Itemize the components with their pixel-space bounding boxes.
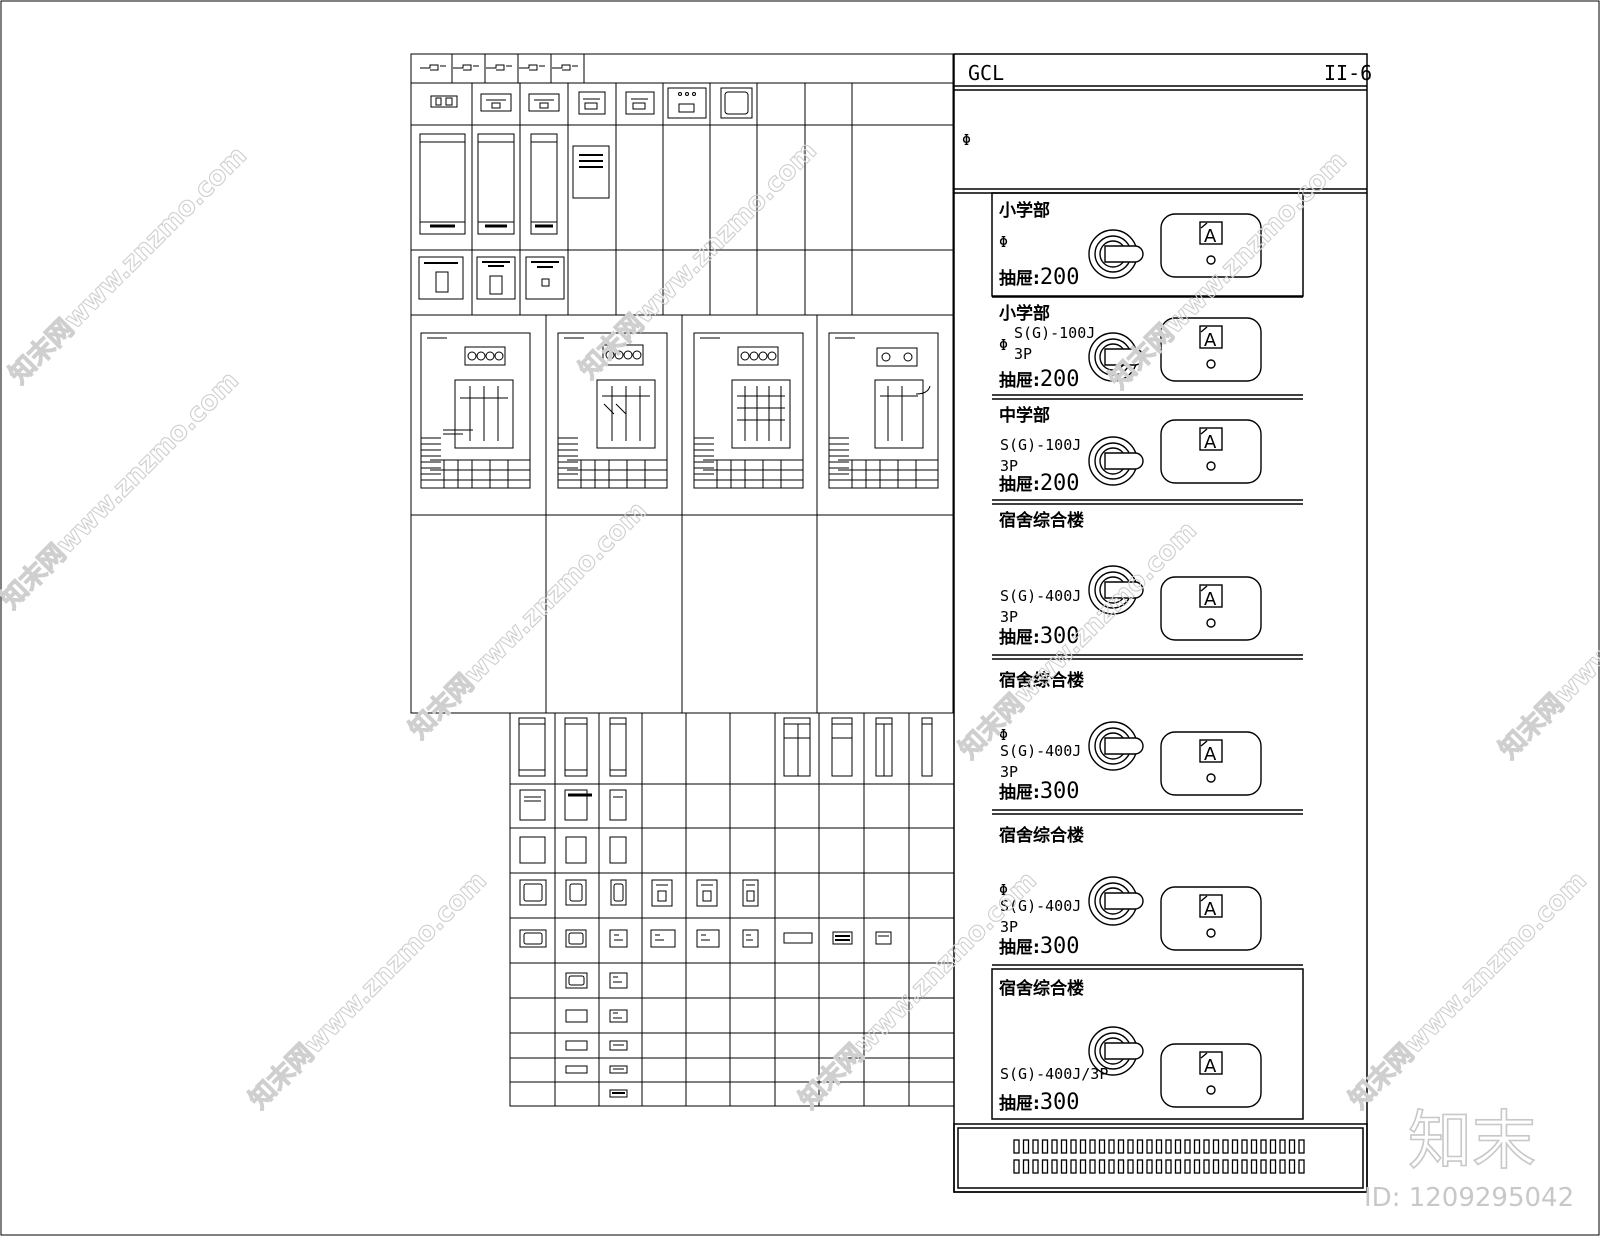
drawer-size: 抽屉:200 — [999, 265, 1080, 290]
ammeter-icon: A — [1160, 576, 1262, 641]
watermark-text: 知末网www.znzmo.com — [244, 866, 493, 1115]
symbol-row-3 — [419, 133, 610, 235]
rotary-switch-icon — [1088, 229, 1144, 279]
feeder-name: 小学部 — [999, 200, 1050, 221]
breaker-model: S(G)-400J — [1000, 587, 1081, 605]
watermark-text: 知末网www.znzmo.com — [0, 366, 245, 615]
rotary-switch-icon — [1088, 876, 1144, 926]
feeder-name: 宿舍综合楼 — [999, 670, 1084, 691]
watermark-text: 知末网www.znzmo.com — [574, 136, 823, 385]
feeder-unit: 宿舍综合楼 S(G)-400J/3P 抽屉:300 A — [999, 978, 1262, 1115]
drawer-size: 抽屉:300 — [999, 934, 1080, 959]
meter-label: A — [1204, 226, 1217, 247]
drawer-size: 抽屉:300 — [999, 1090, 1080, 1115]
ammeter-icon: A — [1160, 317, 1262, 382]
detail-drawing-4 — [828, 332, 939, 489]
symbol-row-2 — [430, 87, 753, 119]
terminal-strip — [1013, 1139, 1305, 1174]
feeder-unit: 小学部 Φ 抽屉:200 A — [999, 200, 1262, 290]
feeder-name: 小学部 — [999, 303, 1050, 324]
feeder-name: 中学部 — [999, 405, 1050, 426]
drawer-size: 抽屉:300 — [999, 624, 1080, 649]
watermark-id: ID: 1209295042 — [1364, 1183, 1574, 1213]
detail-drawing-thumbnails — [420, 332, 939, 489]
breaker-poles: 3P — [1000, 608, 1018, 626]
watermark-text: 知末网www.znzmo.com — [1104, 146, 1353, 395]
breaker-model: S(G)-100J — [1014, 324, 1095, 342]
feeder-symbol: Φ — [999, 881, 1008, 899]
panel-title-right: II-6 — [1324, 61, 1372, 85]
meter-label: A — [1204, 1056, 1217, 1077]
symbol-row-1 — [420, 64, 578, 71]
rotary-switch-icon — [1088, 721, 1144, 771]
ammeter-icon: A — [1160, 419, 1262, 484]
ammeter-icon: A — [1160, 1043, 1262, 1108]
drawer-size: 抽屉:300 — [999, 779, 1080, 804]
component-library-grid-lower — [509, 712, 955, 1107]
meter-label: A — [1204, 899, 1217, 920]
meter-label: A — [1204, 744, 1217, 765]
meter-label: A — [1204, 330, 1217, 351]
rotary-switch-icon — [1088, 332, 1144, 382]
breaker-poles: 3P — [1014, 345, 1032, 363]
watermark-text: 知末网www.znzmo.com — [404, 496, 653, 745]
breaker-poles: 3P — [1000, 457, 1018, 475]
feeder-name: 宿舍综合楼 — [999, 978, 1084, 999]
ammeter-icon: A — [1160, 886, 1262, 951]
breaker-model: S(G)-400J — [1000, 742, 1081, 760]
watermark-text: 知末网www.znzmo.com — [1344, 866, 1593, 1115]
panel-header-symbol: Φ — [962, 131, 971, 149]
symbol-row-4 — [418, 256, 565, 300]
watermark-text: 知末网www.znzmo.com — [4, 141, 253, 390]
breaker-model: S(G)-400J/3P — [1000, 1065, 1108, 1083]
detail-drawing-2 — [557, 332, 668, 489]
breaker-poles: 3P — [1000, 918, 1018, 936]
detail-drawing-1 — [420, 332, 531, 489]
rotary-switch-icon — [1088, 1026, 1144, 1076]
rotary-switch-icon — [1088, 436, 1144, 486]
panel-title-left: GCL — [968, 61, 1004, 85]
ammeter-icon: A — [1160, 731, 1262, 796]
watermark-text: 知末网www.znzmo.com — [954, 516, 1203, 765]
rotary-switch-icon — [1088, 565, 1144, 615]
feeder-symbol: Φ — [999, 233, 1008, 251]
lower-grid-symbols — [518, 717, 933, 1098]
breaker-model: S(G)-400J — [1000, 897, 1081, 915]
component-library-grid-upper — [410, 53, 954, 714]
feeder-name: 宿舍综合楼 — [999, 510, 1084, 531]
drawer-size: 抽屉:200 — [999, 471, 1080, 496]
feeder-symbol: Φ — [999, 336, 1008, 354]
watermark-layer: 知末网www.znzmo.com 知末网www.znzmo.com 知末网www… — [0, 135, 1600, 1213]
watermark-brand: 知末 — [1408, 1105, 1536, 1179]
switchgear-panel: GCL II-6 Φ 小学部Φ抽屉:200A小学部ΦS(G)-100J3P抽屉:… — [953, 53, 1372, 1193]
drawer-size: 抽屉:200 — [999, 367, 1080, 392]
detail-drawing-3 — [693, 332, 804, 489]
meter-label: A — [1204, 589, 1217, 610]
breaker-model: S(G)-100J — [1000, 436, 1081, 454]
feeder-symbol: Φ — [999, 726, 1008, 744]
ammeter-icon: A — [1160, 213, 1262, 278]
feeder-unit: 小学部 Φ S(G)-100J 3P 抽屉:200 A — [999, 303, 1262, 392]
feeder-name: 宿舍综合楼 — [999, 825, 1084, 846]
meter-label: A — [1204, 432, 1217, 453]
watermark-text: 知末网www.znzmo.com — [1494, 516, 1600, 765]
breaker-poles: 3P — [1000, 763, 1018, 781]
